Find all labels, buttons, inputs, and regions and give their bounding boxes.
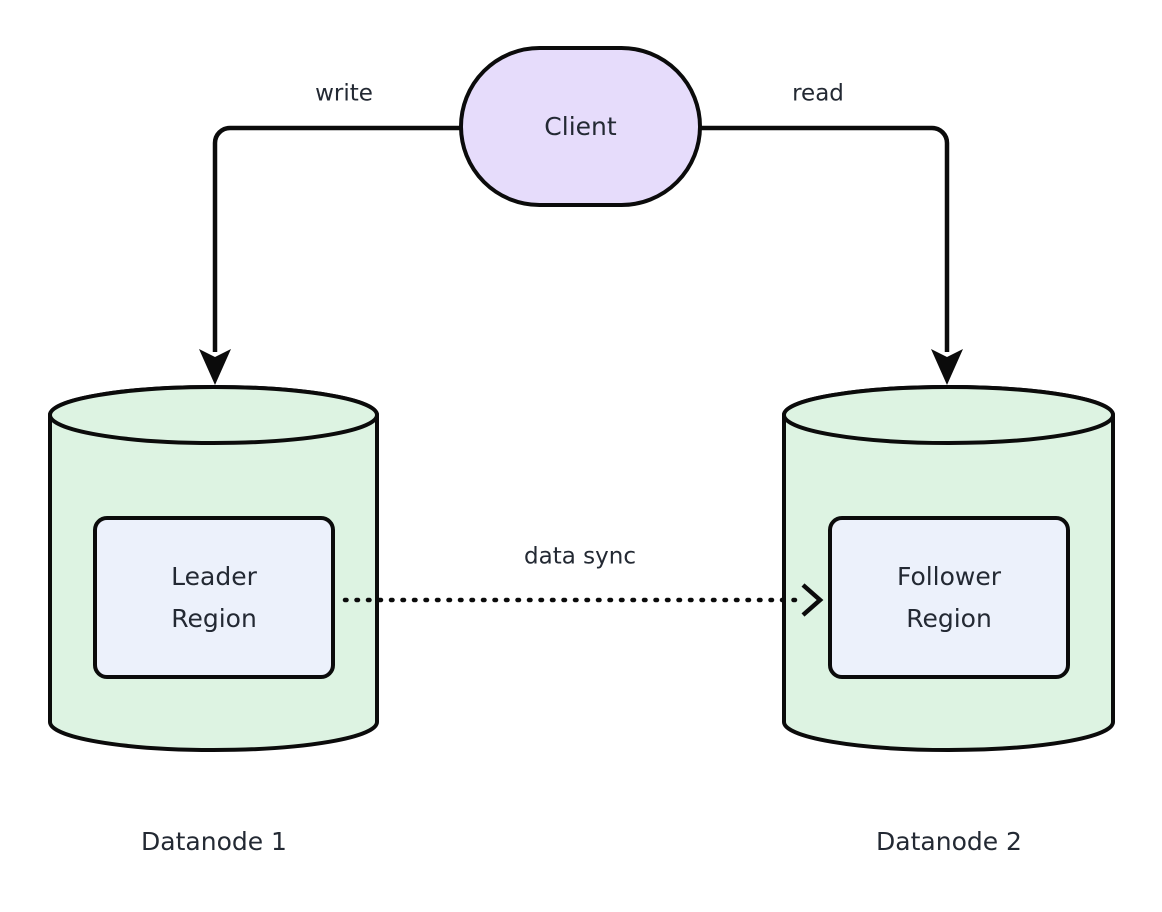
datanode-1-cylinder-top [48,385,379,445]
datanode-1-region-box[interactable] [93,516,335,679]
datanode-2-region-label-line1: Follower [897,562,1002,591]
datanode-1-region-label-line2: Region [171,604,257,633]
datanode-1-region-label-line1: Leader [171,562,257,591]
datanode-2-region-box[interactable] [828,516,1070,679]
datanode-2-region-label-line2: Region [906,604,992,633]
edge-read [700,125,963,385]
node-datanode-1[interactable]: Leader Region [48,385,379,752]
edge-read-arrowhead [931,349,963,385]
client-label: Client [544,112,617,141]
edge-write-arrowhead [199,349,231,385]
datanode-2-cylinder-top [782,385,1115,445]
edge-write [199,125,461,385]
edge-read-path [700,125,950,352]
edge-data-sync [342,583,824,617]
datanode-2-caption: Datanode 2 [876,827,1022,856]
edge-read-label: read [792,81,844,107]
edge-data-sync-label: data sync [524,544,636,570]
node-datanode-2[interactable]: Follower Region [782,385,1115,752]
client-shape[interactable] [459,46,702,207]
edge-data-sync-arrowhead [801,583,824,617]
node-client[interactable]: Client [459,46,702,207]
edge-write-label: write [315,81,373,107]
edge-write-path [212,125,461,352]
datanode-1-caption: Datanode 1 [141,827,287,856]
